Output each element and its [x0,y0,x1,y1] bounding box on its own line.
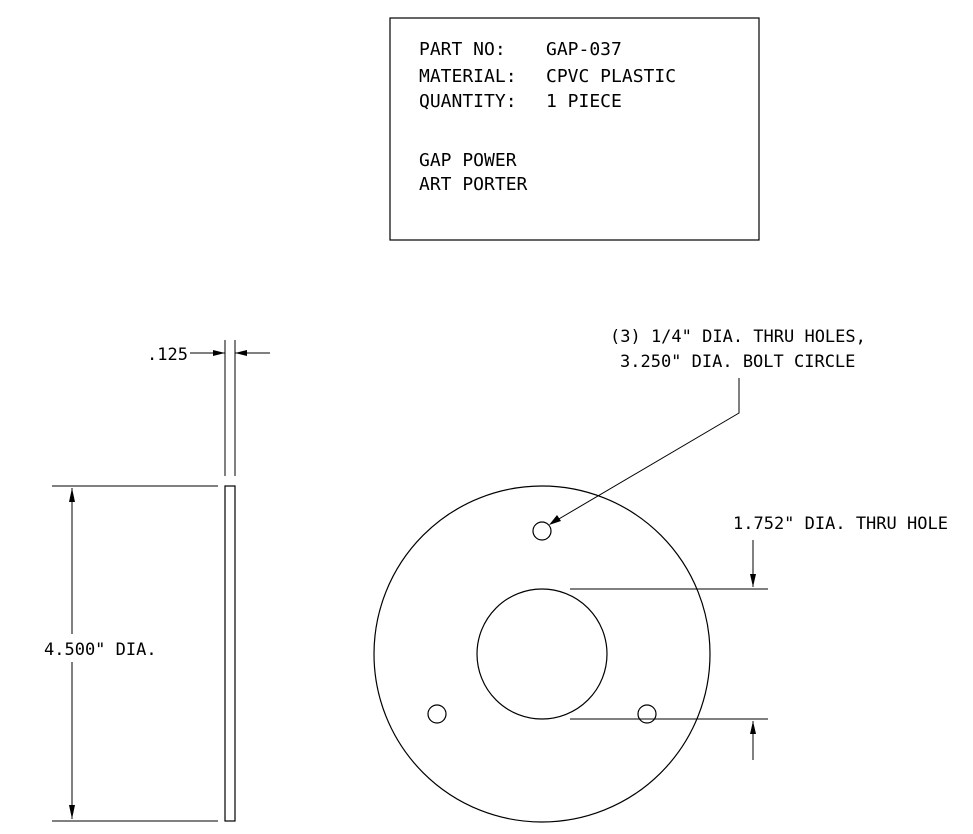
center-hole-arrow-bottom [750,721,756,734]
bolt-hole-right [637,704,657,724]
bolt-holes-leader [551,378,740,524]
side-view: .125 4.500" DIA. [44,340,270,822]
part-no-value: GAP-037 [546,39,622,60]
center-hole-note: 1.752" DIA. THRU HOLE [733,514,948,534]
company-name: GAP POWER [419,150,517,171]
part-edge-view [224,485,236,822]
outer-circle [373,485,711,823]
bolt-holes-leader-arrow [549,515,561,525]
title-block-border [389,17,760,241]
quantity-label: QUANTITY: [419,91,517,112]
thickness-dimension: .125 [147,345,188,365]
quantity-value: 1 PIECE [546,91,622,112]
bolt-hole-left [427,704,447,724]
center-hole-arrow-top [750,574,756,587]
part-no-label: PART NO: [419,39,506,60]
od-arrow-top [69,488,75,502]
person-name: ART PORTER [419,174,528,195]
bolt-holes-note-line2: 3.250" DIA. BOLT CIRCLE [620,352,855,372]
od-arrow-bottom [69,805,75,819]
outer-diameter-dimension: 4.500" DIA. [44,640,157,660]
material-value: CPVC PLASTIC [546,66,676,87]
center-hole [476,588,608,720]
thickness-arrow-right [235,350,247,356]
bolt-holes-note-line1: (3) 1/4" DIA. THRU HOLES, [610,327,866,347]
bolt-hole-top [532,521,552,541]
thickness-arrow-left [213,350,225,356]
title-block: PART NO: GAP-037 MATERIAL: CPVC PLASTIC … [389,17,760,241]
material-label: MATERIAL: [419,66,517,87]
front-view: (3) 1/4" DIA. THRU HOLES, 3.250" DIA. BO… [373,327,948,823]
